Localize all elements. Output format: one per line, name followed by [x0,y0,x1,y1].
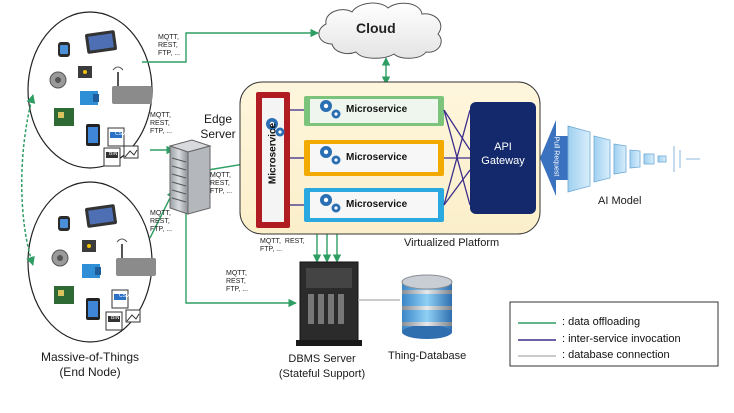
cloud-label: Cloud [356,20,396,36]
legend-label-db: : database connection [562,349,670,361]
ai-model-label: AI Model [598,195,642,207]
microservice-label-3: Microservice [346,199,408,210]
pull-request-label: Pull Request [552,136,560,177]
bin-tag-bottom: BIN [111,315,120,321]
protocol-label-dbms: MQTT, REST, FTP, ... [226,270,249,293]
cloud-shape [318,2,442,59]
device-cluster-bottom [51,204,156,331]
protocol-label-platform-bottom: MQTT, REST, FTP, ... [260,238,305,253]
router-icon [112,86,152,104]
legend-label-invocation: : inter-service invocation [562,333,681,345]
microservice-label-1: Microservice [346,104,408,115]
protocol-label-edge-out: MQTT, REST, FTP, ... [210,172,233,195]
end-node-label: Massive-of-Things (End Node) [40,350,140,379]
dbms-server-label: DBMS Server (Stateful Support) [278,353,366,380]
protocol-label-edge-upper: MQTT, REST, FTP, ... [150,112,173,135]
vertical-microservice-label: Microservice [267,122,279,185]
bin-tag-top: BIN [109,151,118,157]
edge-server-label: Edge Server [200,112,236,141]
device-cluster-top [49,30,152,167]
protocol-label-top: MQTT, REST, FTP, ... [158,34,181,57]
platform-label: Virtualized Platform [404,237,500,249]
legend-label-offloading: : data offloading [562,316,641,328]
edge-server-icon [168,139,212,215]
microservice-label-2: Microservice [346,152,408,163]
gear-icons [266,100,341,213]
csv-tag-bottom: CSV [119,293,130,299]
api-gateway-label: API Gateway [481,141,525,167]
inter-service-invocation-lines [290,109,471,206]
protocol-label-edge-lower: MQTT, REST, FTP, ... [150,210,173,233]
thing-database-icon [401,274,453,339]
dbms-server-icon [296,261,362,346]
ai-model-icon [567,125,700,193]
thing-database-label: Thing-Database [388,350,467,362]
api-gateway [470,102,536,214]
group-sync-arrow [21,94,36,266]
pull-request-arrow [540,120,568,196]
router-icon [116,258,156,276]
csv-tag-top: CSV [115,131,126,137]
